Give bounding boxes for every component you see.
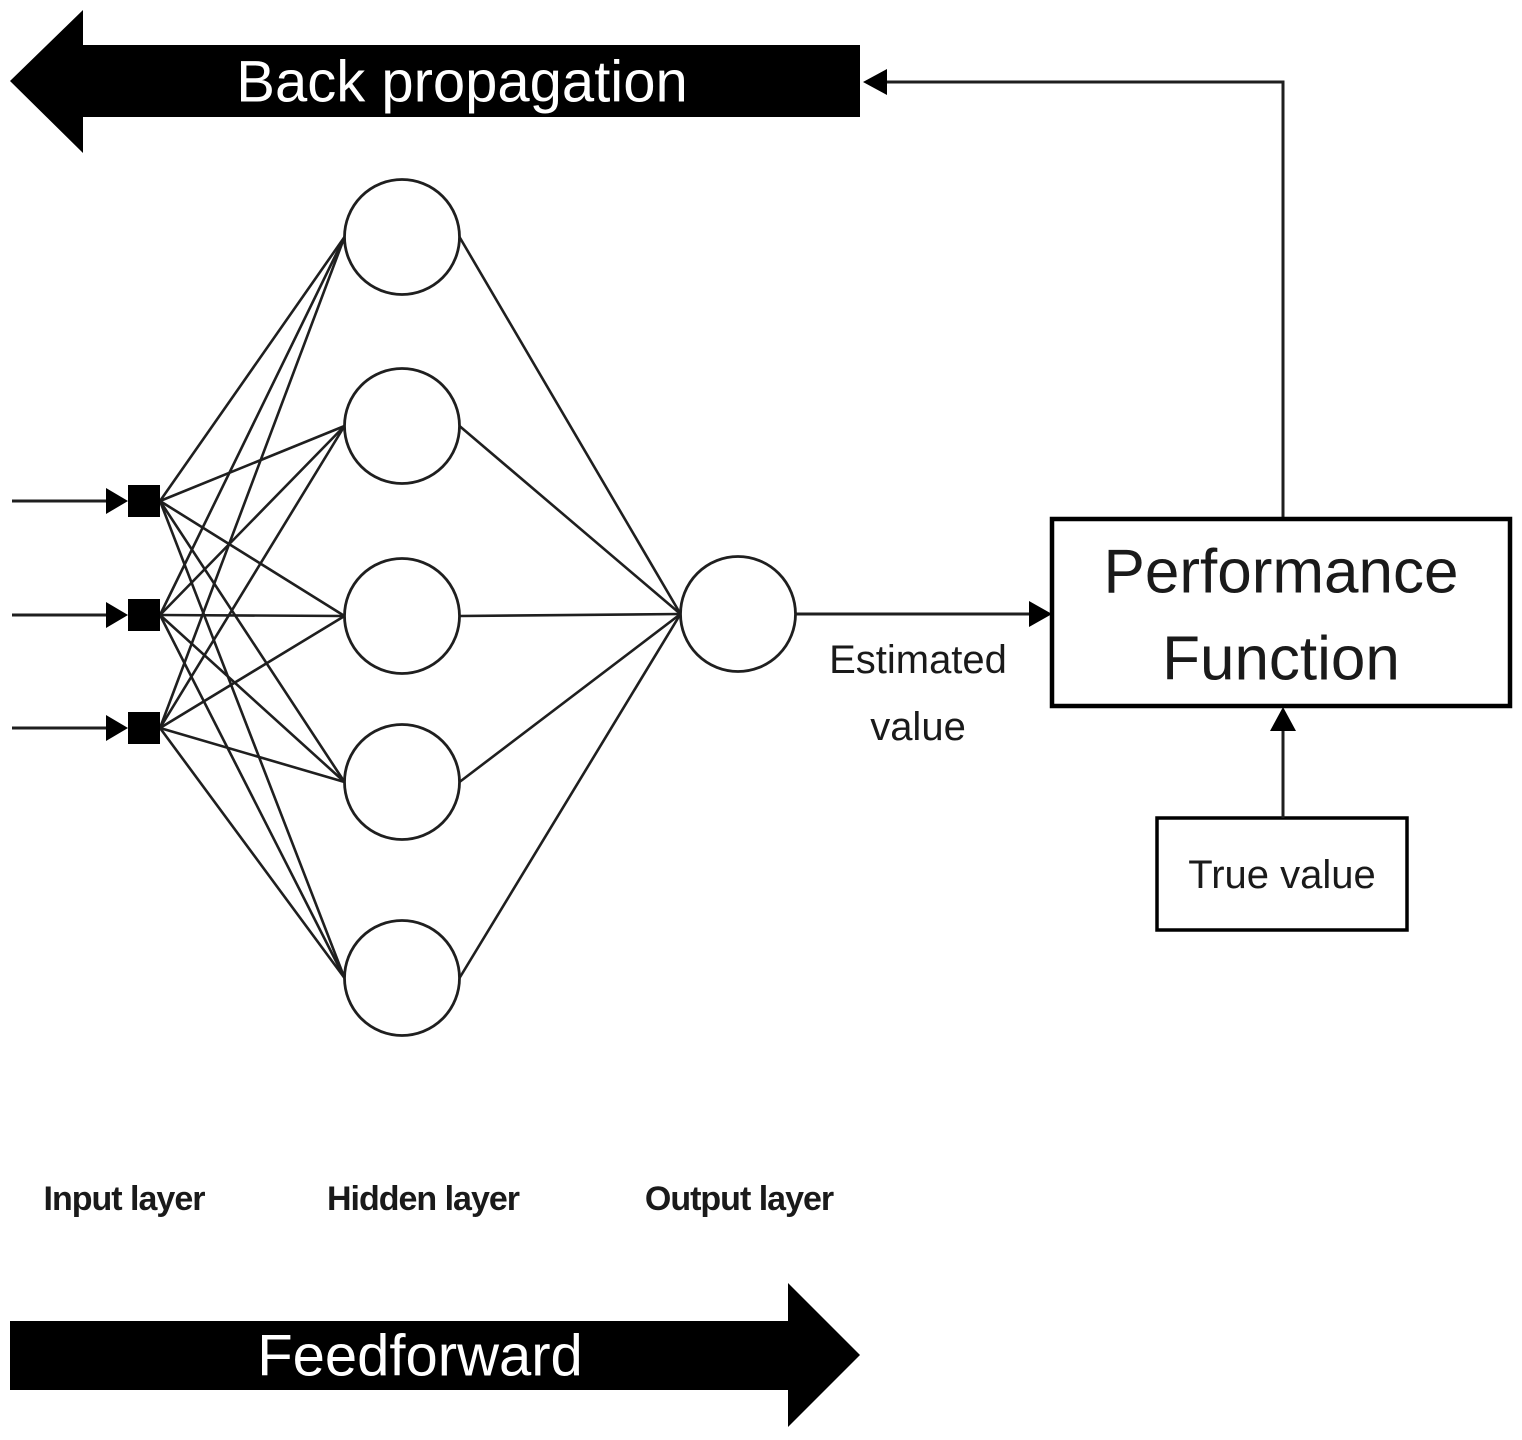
performance-function-label-line2: Function [1162, 625, 1400, 694]
neural-network [12, 178, 797, 1037]
true-value-box: True value [1155, 816, 1409, 932]
feedback-arrowhead-icon [863, 69, 887, 95]
input-node [128, 485, 160, 517]
input-hidden-connection [158, 236, 346, 616]
hidden-layer-label: Hidden layer [327, 1180, 520, 1218]
hidden-node [343, 723, 461, 841]
input-hidden-connection [158, 236, 346, 729]
back-propagation-arrow: Back propagation [10, 10, 860, 153]
input-node [128, 599, 160, 631]
input-hidden-connection [159, 424, 345, 503]
input-hidden-connection [159, 614, 346, 730]
input-hidden-connection [158, 727, 346, 979]
hidden-output-connection [459, 612, 681, 618]
input-arrowhead-icon [106, 715, 128, 741]
input-node [128, 712, 160, 744]
hidden-output-connection [458, 613, 682, 979]
performance-function-rect [1049, 516, 1513, 709]
feedforward-arrow-shape [10, 1283, 860, 1427]
feedback-line-path [886, 80, 1285, 519]
estimated-value-arrow [796, 601, 1052, 627]
true-value-label: True value [1188, 853, 1376, 897]
estimated-value-label-line1: Estimated [829, 638, 1007, 682]
hidden-node [343, 557, 461, 675]
input-hidden-connection [158, 500, 346, 979]
true-value-arrowhead-icon [1270, 707, 1296, 731]
input-arrowhead-icon [106, 602, 128, 628]
hidden-output-connection [458, 425, 682, 615]
back-propagation-label: Back propagation [236, 50, 687, 115]
output-node [679, 555, 797, 673]
hidden-output-connection [458, 236, 682, 615]
input-hidden-connection [158, 236, 346, 502]
input-hidden-connection [158, 614, 346, 979]
hidden-node [343, 367, 461, 485]
hidden-output-connection [458, 612, 682, 784]
input-hidden-connection [159, 726, 345, 784]
feedforward-label: Feedforward [257, 1324, 583, 1389]
input-hidden-connection [159, 425, 346, 616]
performance-function-box: Performance Function [1049, 516, 1513, 709]
estimated-value-arrowhead-icon [1029, 601, 1052, 627]
hidden-node [343, 178, 461, 296]
input-hidden-connection [159, 499, 346, 618]
output-layer-label: Output layer [645, 1180, 834, 1218]
performance-function-label-line1: Performance [1104, 538, 1459, 607]
input-hidden-connection [159, 613, 345, 618]
estimated-value-label-line2: value [870, 705, 966, 749]
feedforward-arrow: Feedforward [10, 1283, 860, 1427]
hidden-node [343, 919, 461, 1037]
back-propagation-arrow-shape [10, 10, 860, 153]
input-hidden-connection [158, 425, 346, 729]
input-layer-label: Input layer [44, 1180, 206, 1218]
true-value-arrow [1270, 707, 1296, 818]
input-arrowhead-icon [106, 488, 128, 514]
true-value-rect [1155, 816, 1409, 932]
input-hidden-connection [158, 500, 346, 783]
feedback-line [863, 69, 1285, 519]
